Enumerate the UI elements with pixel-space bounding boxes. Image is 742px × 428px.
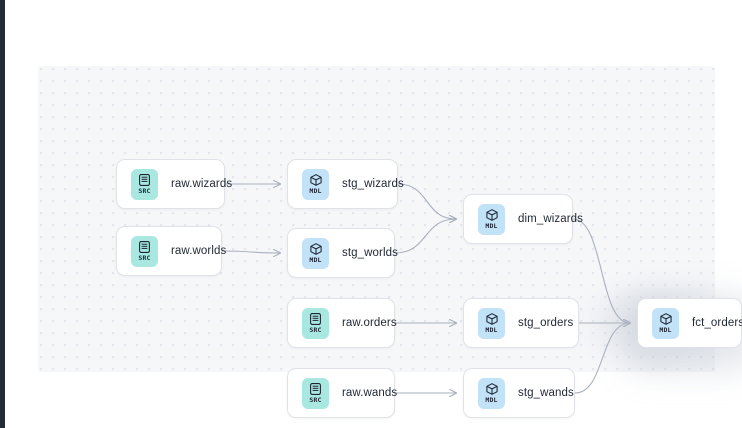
lineage-node-dim_wizards[interactable]: MDL dim_wizards (463, 194, 583, 244)
node-label: raw.wizards (171, 178, 233, 190)
source-badge: SRC (302, 307, 329, 339)
lineage-edge-raw_worlds-to-stg_worlds (221, 251, 280, 253)
model-badge: MDL (302, 237, 329, 269)
node-type-tag: MDL (309, 255, 322, 264)
model-badge: MDL (302, 168, 329, 200)
lineage-node-raw_worlds[interactable]: SRC raw.worlds (116, 226, 226, 276)
lineage-node-stg_wizards[interactable]: MDL stg_wizards (287, 159, 404, 209)
node-label: dim_wizards (518, 213, 584, 225)
model-badge: MDL (478, 203, 505, 235)
cube-icon (485, 382, 498, 395)
model-badge: MDL (652, 307, 679, 339)
node-type-tag: SRC (138, 186, 151, 195)
model-badge: MDL (478, 377, 505, 409)
node-type-tag: SRC (138, 253, 151, 262)
lineage-node-raw_wands[interactable]: SRC raw.wands (287, 368, 398, 418)
node-type-tag: MDL (485, 325, 498, 334)
node-label: stg_wizards (342, 178, 404, 190)
source-badge: SRC (131, 235, 158, 267)
node-label: raw.orders (342, 317, 397, 329)
node-type-tag: SRC (309, 325, 322, 334)
lineage-node-raw_orders[interactable]: SRC raw.orders (287, 298, 397, 348)
lineage-node-stg_worlds[interactable]: MDL stg_worlds (287, 228, 398, 278)
node-type-tag: MDL (485, 395, 498, 404)
node-type-tag: MDL (659, 325, 672, 334)
database-icon (139, 173, 150, 186)
cube-icon (485, 312, 498, 325)
lineage-edge-stg_wands-to-fct_orders (574, 323, 630, 394)
node-label: stg_wands (518, 387, 574, 399)
cube-icon (309, 242, 322, 255)
lineage-node-stg_wands[interactable]: MDL stg_wands (463, 368, 575, 418)
node-label: raw.wands (342, 387, 398, 399)
lineage-node-raw_wizards[interactable]: SRC raw.wizards (116, 159, 232, 209)
node-label: stg_orders (518, 317, 574, 329)
cube-icon (485, 208, 498, 221)
node-type-tag: MDL (309, 186, 322, 195)
node-type-tag: SRC (309, 395, 322, 404)
source-badge: SRC (131, 168, 158, 200)
lineage-edge-stg_wizards-to-dim_wizards (397, 183, 456, 219)
database-icon (310, 382, 321, 395)
node-label: raw.worlds (171, 245, 227, 257)
database-icon (139, 240, 150, 253)
node-label: fct_orders (692, 317, 742, 329)
cube-icon (659, 312, 672, 325)
collapsed-sidebar-rail[interactable] (0, 0, 5, 428)
lineage-edge-stg_worlds-to-dim_wizards (394, 219, 456, 254)
lineage-edge-dim_wizards-to-fct_orders (572, 218, 630, 323)
database-icon (310, 312, 321, 325)
lineage-node-fct_orders[interactable]: MDL fct_orders (637, 298, 742, 348)
model-badge: MDL (478, 307, 505, 339)
node-label: stg_worlds (342, 247, 398, 259)
lineage-node-stg_orders[interactable]: MDL stg_orders (463, 298, 579, 348)
source-badge: SRC (302, 377, 329, 409)
node-type-tag: MDL (485, 221, 498, 230)
cube-icon (309, 173, 322, 186)
